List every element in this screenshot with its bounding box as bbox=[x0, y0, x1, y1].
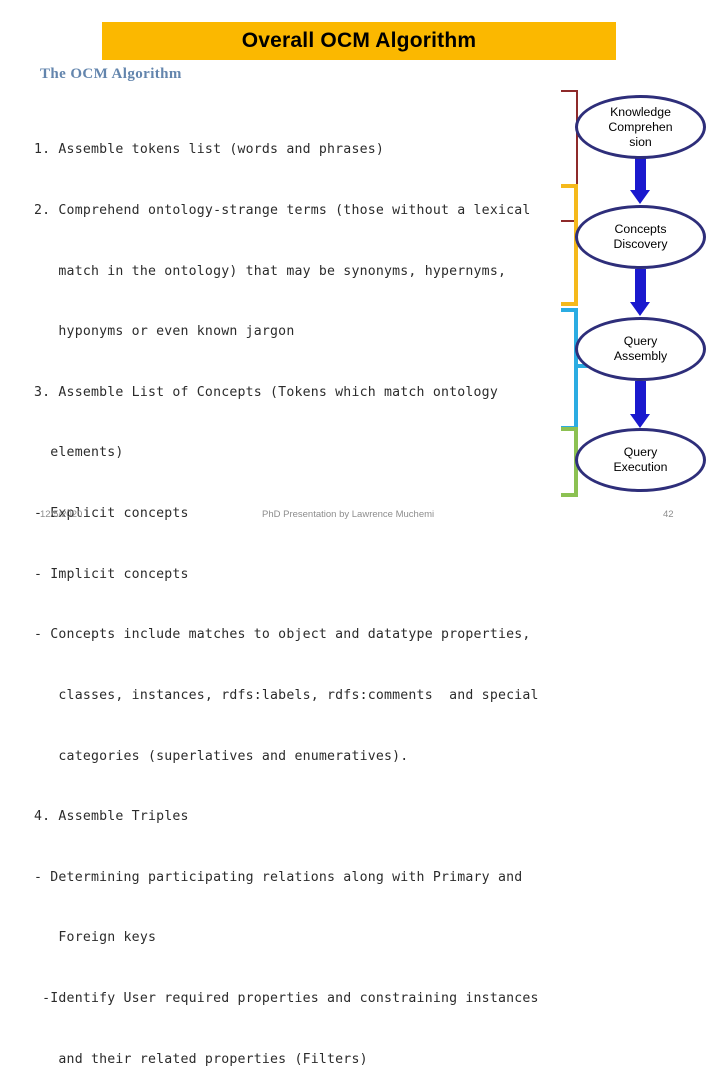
algorithm-line: Foreign keys bbox=[34, 930, 157, 946]
bracket-spine bbox=[574, 308, 578, 430]
slide-canvas: Overall OCM Algorithm The OCM Algorithm … bbox=[0, 22, 720, 1067]
flow-node-query-assembly[interactable]: Query Assembly bbox=[575, 317, 706, 381]
algorithm-line: - Explicit concepts bbox=[34, 506, 189, 522]
algorithm-line: hyponyms or even known jargon bbox=[34, 324, 295, 340]
bracket-query-execution bbox=[548, 427, 591, 497]
slide-footer: 12/5/2020 PhD Presentation by Lawrence M… bbox=[0, 506, 720, 528]
footer-page-number: 42 bbox=[663, 509, 674, 520]
arrow-down-icon bbox=[630, 269, 650, 318]
node-label-line: Execution bbox=[613, 460, 668, 474]
bracket-pointer bbox=[576, 364, 591, 368]
bracket-cap-bottom bbox=[561, 220, 578, 222]
bracket-cap-bottom bbox=[561, 493, 578, 497]
algorithm-line: match in the ontology) that may be synon… bbox=[34, 263, 507, 279]
bracket-cap-top bbox=[561, 308, 578, 312]
algorithm-line: 3. Assemble List of Concepts (Tokens whi… bbox=[34, 384, 498, 400]
flow-diagram: Knowledge Comprehen sion Concepts Discov… bbox=[540, 80, 720, 505]
footer-date: 12/5/2020 bbox=[40, 509, 83, 520]
algorithm-line: and their related properties (Filters) bbox=[34, 1051, 368, 1067]
page-title: Overall OCM Algorithm bbox=[241, 29, 477, 52]
bracket-spine bbox=[576, 90, 578, 222]
arrow-head bbox=[630, 414, 650, 428]
footer-presentation-title: PhD Presentation by Lawrence Muchemi bbox=[262, 509, 435, 520]
arrow-shaft bbox=[635, 269, 646, 304]
algorithm-line: categories (superlatives and enumerative… bbox=[34, 748, 409, 764]
node-label-line: Query bbox=[623, 445, 658, 459]
bracket-query-assembly bbox=[548, 308, 591, 430]
algorithm-line: -Identify User required properties and c… bbox=[34, 990, 539, 1006]
node-label-line: Knowledge bbox=[610, 104, 671, 119]
bracket-cap-top bbox=[561, 184, 578, 188]
algorithm-line: - Determining participating relations al… bbox=[34, 869, 523, 885]
node-label-line: Assembly bbox=[613, 349, 668, 363]
bracket-cap-bottom bbox=[561, 302, 578, 306]
node-label-line: Discovery bbox=[613, 237, 668, 251]
document-heading: The OCM Algorithm bbox=[40, 66, 182, 82]
arrow-down-icon bbox=[630, 381, 650, 430]
node-label-line: Comprehen bbox=[608, 119, 673, 134]
node-label-line: Concepts bbox=[614, 222, 667, 236]
flow-node-query-execution[interactable]: Query Execution bbox=[575, 428, 706, 492]
algorithm-line: - Concepts include matches to object and… bbox=[34, 627, 531, 643]
arrow-shaft bbox=[635, 381, 646, 416]
algorithm-line: 2. Comprehend ontology-strange terms (th… bbox=[34, 203, 531, 219]
node-label-line: Query bbox=[623, 334, 658, 348]
flow-node-concepts-discovery[interactable]: Concepts Discovery bbox=[575, 205, 706, 269]
bracket-cap-top bbox=[561, 90, 578, 92]
algorithm-line: 1. Assemble tokens list (words and phras… bbox=[34, 142, 385, 158]
bracket-spine bbox=[574, 184, 578, 306]
flow-node-knowledge-comprehension[interactable]: Knowledge Comprehen sion bbox=[575, 95, 706, 159]
node-label-line: sion bbox=[629, 134, 652, 149]
arrow-head bbox=[630, 190, 650, 204]
arrow-down-icon bbox=[630, 158, 650, 206]
algorithm-line: classes, instances, rdfs:labels, rdfs:co… bbox=[34, 687, 539, 703]
algorithm-line: 4. Assemble Triples bbox=[34, 809, 189, 825]
algorithm-line: elements) bbox=[34, 445, 124, 461]
bracket-cap-top bbox=[561, 427, 578, 431]
algorithm-line: - Implicit concepts bbox=[34, 566, 189, 582]
title-banner: Overall OCM Algorithm bbox=[102, 22, 616, 60]
algorithm-text-block: 1. Assemble tokens list (words and phras… bbox=[34, 100, 594, 1080]
arrow-head bbox=[630, 302, 650, 316]
bracket-concepts-discovery bbox=[548, 184, 591, 306]
arrow-shaft bbox=[635, 158, 646, 192]
